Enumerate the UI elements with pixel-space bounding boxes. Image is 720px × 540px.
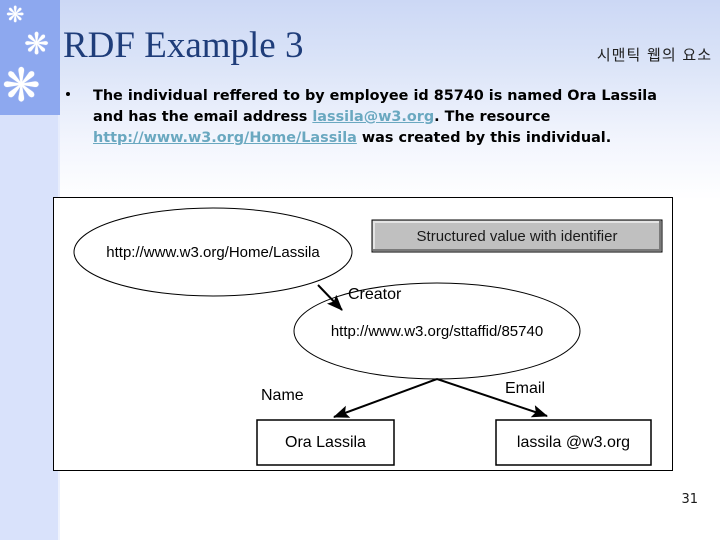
edge-email: Email [436,378,548,418]
page-number: 31 [681,492,698,507]
edge-creator: Creator [317,284,402,311]
node-name-box: Ora Lassila [256,419,395,466]
node-resource-ellipse: http://www.w3.org/Home/Lassila [73,207,353,297]
edge-name: Name [261,378,438,418]
node-name-box-label: Ora Lassila [285,434,366,451]
slide-title: RDF Example 3 [63,25,304,66]
node-resource-label: http://www.w3.org/Home/Lassila [106,244,320,261]
node-email-box: lassila @w3.org [495,419,652,466]
bullet-text-part-1: The individual reffered to by employee i… [93,88,657,125]
edge-name-label: Name [261,387,304,404]
edge-creator-label: Creator [348,286,402,303]
bullet-text-part-3: was created by this individual. [356,130,612,146]
snowflake-medium-icon: ❋ [24,28,50,61]
background-gradient [0,0,720,200]
snowflake-small-icon: ❋ [6,2,25,27]
bullet-marker-icon [66,92,70,96]
rdf-graph-diagram: Structured value with identifier http://… [53,197,673,471]
edge-email-label: Email [505,380,545,397]
snowflake-large-icon: ❋ [2,59,41,111]
sidebar-band-top [0,0,58,115]
node-structured-value-ellipse: http://www.w3.org/sttaffid/85740 [293,282,581,380]
bullet-paragraph: The individual reffered to by employee i… [93,86,686,149]
legend-box: Structured value with identifier [371,219,663,253]
legend-box-label: Structured value with identifier [417,228,618,245]
node-email-box-label: lassila @w3.org [517,434,630,451]
node-structured-value-label: http://www.w3.org/sttaffid/85740 [331,323,543,340]
bullet-text-part-2: . The resource [434,109,551,125]
slide-subtitle-korean: 시맨틱 웹의 요소 [596,46,712,64]
resource-uri-link[interactable]: http://www.w3.org/Home/Lassila [93,130,357,146]
bullet-list: The individual reffered to by employee i… [66,86,686,149]
email-link[interactable]: lassila@w3.org [312,109,435,125]
